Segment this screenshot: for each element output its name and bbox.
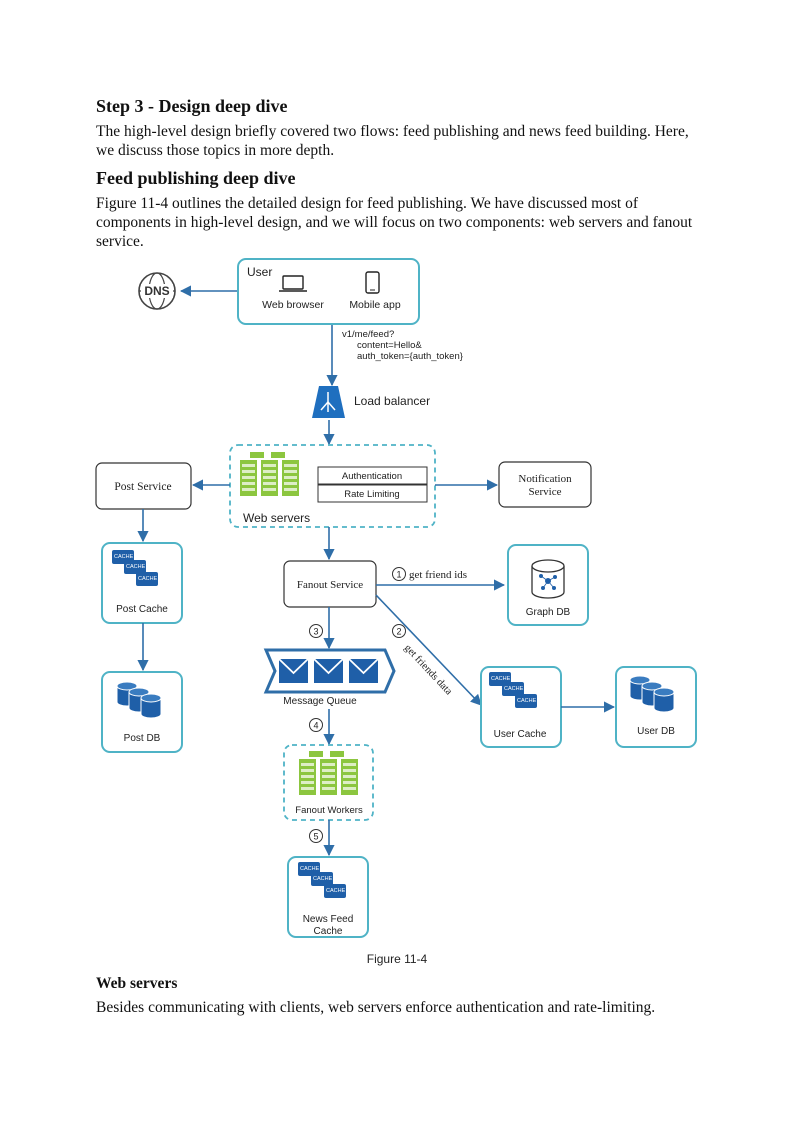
step-2-badge: 2 <box>396 627 401 637</box>
rate-limiting-label: Rate Limiting <box>344 489 399 500</box>
svg-text:CACHE: CACHE <box>517 698 537 704</box>
svg-text:CACHE: CACHE <box>138 576 158 582</box>
graph-db-box: Graph DB <box>507 544 589 626</box>
step-3-badge: 3 <box>313 627 318 637</box>
user-label: User <box>247 265 272 279</box>
figure-caption: Figure 11-4 <box>367 952 428 966</box>
step-4-badge: 4 <box>313 721 318 731</box>
web-browser-label: Web browser <box>262 299 324 311</box>
news-feed-label-2: Cache <box>314 926 343 937</box>
message-queue-icon <box>263 648 396 694</box>
news-feed-cache-box: CACHE CACHE CACHE News Feed Cache <box>287 856 369 938</box>
svg-text:CACHE: CACHE <box>491 676 511 682</box>
fanout-service-label: Fanout Service <box>297 579 363 591</box>
dns-icon: DNS <box>138 272 176 310</box>
user-box: User Web browser Mobile app <box>237 258 420 325</box>
notification-service-box: Notification Service <box>498 461 592 508</box>
svg-text:CACHE: CACHE <box>326 888 346 894</box>
step-5-badge: 5 <box>313 832 318 842</box>
graph-db-icon <box>531 559 565 599</box>
cache-icon: CACHE CACHE CACHE <box>112 550 158 586</box>
notification-label-1: Notification <box>518 473 572 485</box>
load-balancer-icon <box>312 386 345 418</box>
request-line-1: v1/me/feed? <box>342 329 394 340</box>
section-heading-step3: Step 3 - Design deep dive <box>96 96 288 116</box>
post-db-box: Post DB <box>101 671 183 753</box>
svg-text:CACHE: CACHE <box>126 564 146 570</box>
intro-paragraph: The high-level design briefly covered tw… <box>96 123 689 159</box>
web-servers-label: Web servers <box>243 511 310 525</box>
post-db-label: Post DB <box>124 733 161 744</box>
get-friends-data-label: get friends data <box>402 643 454 698</box>
request-line-3: auth_token={auth_token} <box>357 351 463 362</box>
message-queue-label: Message Queue <box>283 696 357 707</box>
section-heading-web-servers: Web servers <box>96 975 178 992</box>
phone-icon <box>365 271 380 294</box>
arrow-fanout-user-cache <box>375 594 482 706</box>
fanout-workers-label: Fanout Workers <box>295 805 363 816</box>
user-db-label: User DB <box>637 726 675 737</box>
user-cache-box: CACHE CACHE CACHE User Cache <box>480 666 562 748</box>
post-service-label: Post Service <box>114 481 171 493</box>
svg-text:CACHE: CACHE <box>300 866 320 872</box>
svg-text:CACHE: CACHE <box>504 686 524 692</box>
get-friend-ids-label: get friend ids <box>409 569 467 581</box>
laptop-icon <box>279 275 307 292</box>
server-icon <box>240 452 299 496</box>
post-cache-box: CACHE CACHE CACHE Post Cache <box>101 542 183 624</box>
web-servers-paragraph: Besides communicating with clients, web … <box>96 999 656 1016</box>
server-icon <box>299 751 358 795</box>
authentication-label: Authentication <box>342 471 402 482</box>
graph-db-label: Graph DB <box>526 607 571 618</box>
dns-label: DNS <box>144 284 169 298</box>
web-servers-group: Authentication Rate Limiting Web servers <box>229 444 436 528</box>
cache-icon: CACHE CACHE CACHE <box>298 862 346 898</box>
user-cache-label: User Cache <box>494 729 547 740</box>
cache-icon: CACHE CACHE CACHE <box>489 672 537 708</box>
section-heading-feed-publishing: Feed publishing deep dive <box>96 168 296 188</box>
notification-label-2: Service <box>529 486 562 498</box>
news-feed-label-1: News Feed <box>303 914 354 925</box>
mobile-app-label: Mobile app <box>349 299 401 311</box>
feed-publishing-paragraph: Figure 11-4 outlines the detailed design… <box>96 195 693 250</box>
fanout-service-box: Fanout Service <box>283 560 377 608</box>
svg-text:CACHE: CACHE <box>114 554 134 560</box>
load-balancer-label: Load balancer <box>354 394 430 408</box>
fanout-workers-group: Fanout Workers <box>283 744 374 821</box>
step-1-badge: 1 <box>396 570 401 580</box>
svg-text:CACHE: CACHE <box>313 876 333 882</box>
post-cache-label: Post Cache <box>116 604 168 615</box>
user-db-box: User DB <box>615 666 697 748</box>
request-line-2: content=Hello& <box>357 340 422 351</box>
post-service-box: Post Service <box>95 462 192 510</box>
